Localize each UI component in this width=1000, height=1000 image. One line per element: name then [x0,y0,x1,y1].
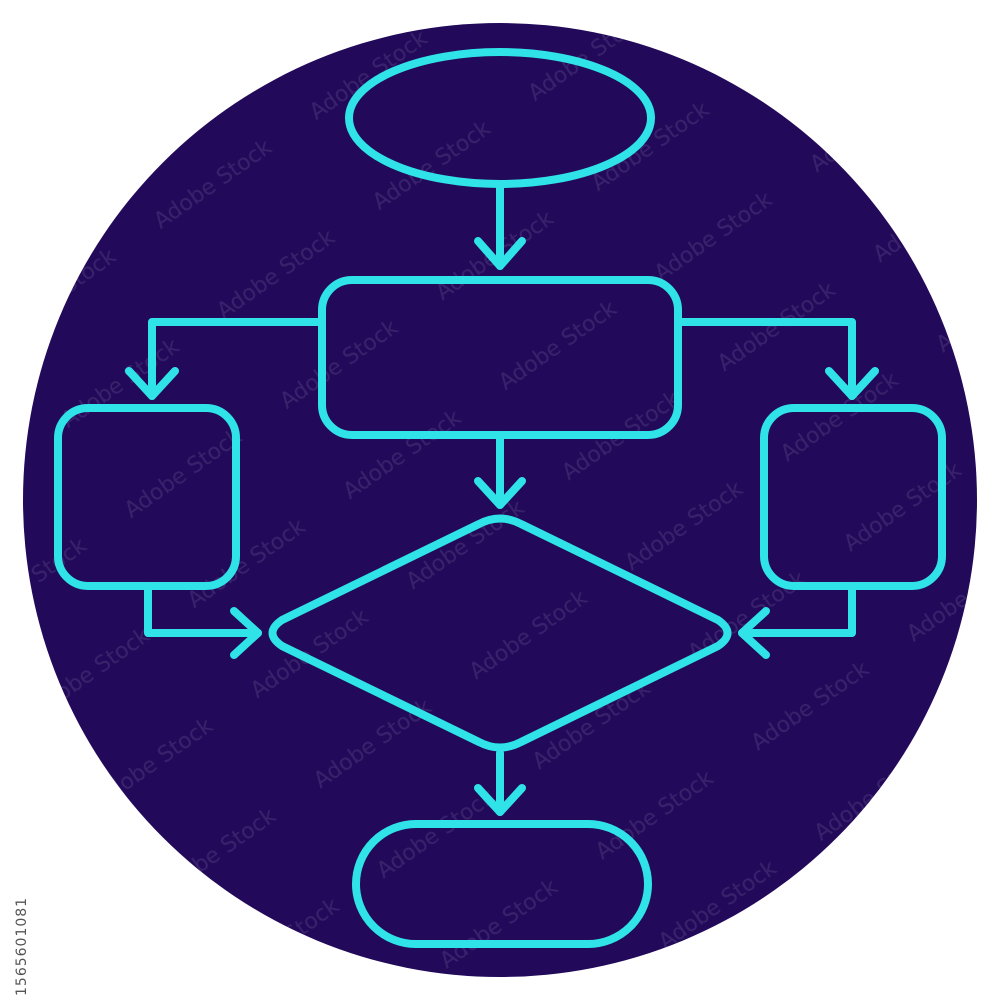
end-node [352,820,652,948]
arrow-right-to-decision [738,582,856,659]
arrow-start-to-main [474,180,526,270]
arrow-decision-to-end [474,749,526,816]
stock-id-label: 1565601081 [14,896,30,996]
arrow-left-to-decision [144,582,262,659]
arrow-main-to-decision [474,431,526,509]
decision-node [268,514,732,752]
arrow-main-to-right [674,318,879,400]
arrow-main-to-left [125,318,326,400]
